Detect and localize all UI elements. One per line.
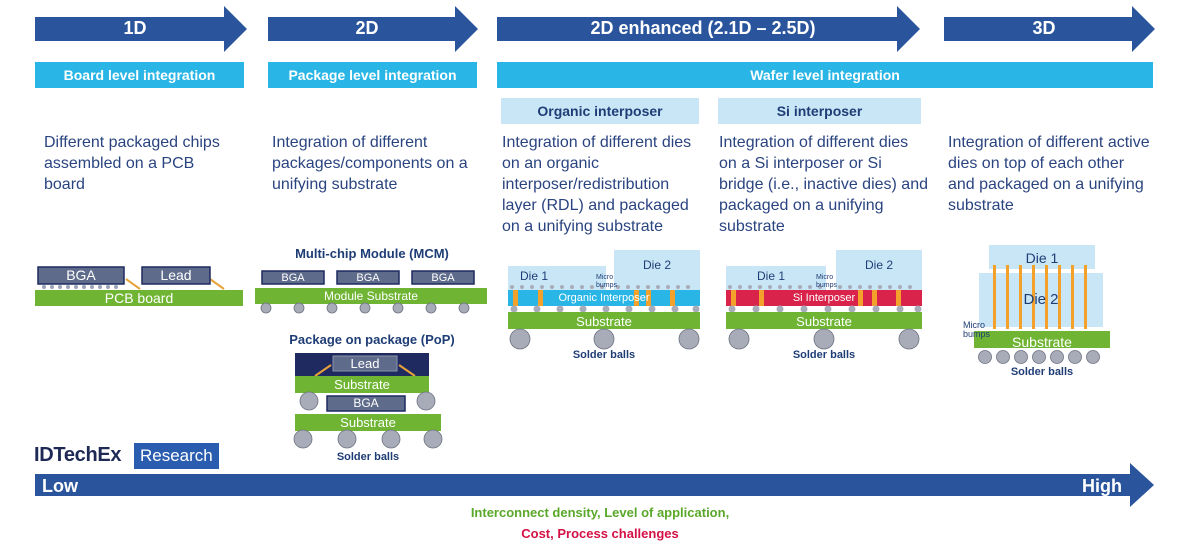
- si-substrate: [726, 312, 922, 329]
- stage-arrow-3d: [944, 6, 1155, 52]
- idtechex-logo: IDTechEx: [34, 444, 122, 466]
- organic-interposer: [508, 290, 700, 306]
- pcb-label: PCB board: [104, 290, 174, 306]
- pop-lead-label: Lead: [350, 356, 380, 371]
- stacked-solder-balls-label: Solder balls: [1010, 366, 1074, 378]
- scale-high-label: High: [1082, 476, 1122, 496]
- mcm-bga-1: [261, 270, 325, 285]
- stacked-die-2-label: Die 2: [1023, 291, 1059, 308]
- organic-die-2: [614, 250, 700, 291]
- pop-diagram: [293, 353, 443, 449]
- stage-label-2d-enhanced: 2D enhanced (2.1D – 2.5D): [590, 18, 816, 38]
- si-die-2-label: Die 2: [864, 258, 893, 272]
- pcb-board: [35, 290, 243, 306]
- scale-low-label: Low: [42, 476, 78, 496]
- mcm-bga-2: [336, 270, 400, 285]
- description-organic: Integration of different dies on an orga…: [502, 134, 692, 235]
- lead-label: Lead: [160, 267, 192, 283]
- si-micro-bumps-label: Micro bumps: [816, 274, 838, 289]
- bga-label: BGA: [66, 267, 96, 283]
- pop-bga-chip: [326, 395, 406, 412]
- stage-label-3d: 3D: [1032, 18, 1056, 38]
- pop-solder-balls-label: Solder balls: [336, 451, 400, 463]
- footer-green-text: Interconnect density, Level of applicati…: [470, 505, 730, 520]
- organic-substrate-label: Substrate: [576, 314, 632, 329]
- organic-interposer-bar: Organic interposer: [501, 98, 699, 124]
- package-level-bar: Package level integration: [268, 62, 477, 88]
- stage-arrow-2d: [268, 6, 478, 52]
- si-die-1-label: Die 1: [757, 269, 786, 283]
- stacked-die-2: [979, 273, 1103, 327]
- stacked-micro-bumps-label: Micro bumps: [963, 320, 991, 339]
- stage-label-1d: 1D: [123, 18, 147, 38]
- stage-arrow-2d-enhanced: [497, 6, 920, 52]
- description-si: Integration of different dies on a Si in…: [719, 134, 928, 235]
- si-die-2: [836, 250, 922, 291]
- stage-arrows: [35, 6, 1155, 52]
- si-interposer-label: Si Interposer: [792, 292, 856, 304]
- lead-chip: [141, 266, 211, 285]
- mcm-bga-label-3: BGA: [431, 272, 455, 284]
- wafer-level-bar: Wafer level integration: [497, 62, 1153, 88]
- stacked-substrate: [974, 331, 1110, 348]
- si-substrate-label: Substrate: [796, 314, 852, 329]
- research-badge: Research: [134, 443, 219, 469]
- pop-top-substrate-label: Substrate: [334, 377, 390, 392]
- board-diagram: [35, 266, 243, 306]
- si-interposer-diagram: [726, 250, 922, 350]
- mcm-solder-balls: [260, 302, 470, 314]
- module-substrate-label: Module Substrate: [323, 289, 419, 303]
- mcm-bga-label-2: BGA: [356, 272, 380, 284]
- pop-lead-chip: [332, 355, 398, 372]
- mcm-bga-label-1: BGA: [281, 272, 305, 284]
- organic-micro-bumps-label: Micro bumps: [596, 274, 618, 289]
- organic-die-1: [508, 266, 606, 291]
- stacked-die-1-label: Die 1: [1025, 250, 1059, 266]
- scale-arrow: [35, 463, 1154, 507]
- pop-bga-label: BGA: [353, 396, 379, 410]
- stacked-3d-diagram: [974, 245, 1110, 364]
- si-interposer-bar: Si interposer: [718, 98, 921, 124]
- stage-arrow-1d: [35, 6, 247, 52]
- pop-bottom-substrate-label: Substrate: [340, 415, 396, 430]
- stage-label-2d: 2D: [355, 18, 379, 38]
- organic-interposer-label: Organic Interposer: [558, 292, 650, 304]
- footer-red-text: Cost, Process challenges: [521, 526, 679, 541]
- pop-title: Package on package (PoP): [289, 332, 455, 347]
- organic-interposer-diagram: [508, 250, 700, 350]
- board-level-bar: Board level integration: [35, 62, 244, 88]
- pop-top-substrate: [295, 376, 429, 393]
- description-3d: Integration of different active dies on …: [948, 134, 1150, 214]
- bga-balls: [42, 285, 118, 289]
- mcm-title: Multi-chip Module (MCM): [295, 246, 449, 261]
- organic-solder-balls-label: Solder balls: [572, 349, 636, 361]
- si-solder-balls-label: Solder balls: [792, 349, 856, 361]
- organic-substrate: [508, 312, 700, 329]
- description-2d: Integration of different packages/compon…: [272, 134, 468, 193]
- stacked-substrate-label: Substrate: [1012, 334, 1072, 350]
- description-1d: Different packaged chips assembled on a …: [44, 134, 220, 193]
- bga-chip: [37, 266, 125, 285]
- pop-bottom-substrate: [295, 414, 441, 431]
- organic-die-2-label: Die 2: [642, 258, 671, 272]
- mcm-diagram: [255, 270, 487, 314]
- organic-die-1-label: Die 1: [520, 269, 549, 283]
- module-substrate: [255, 288, 487, 304]
- mcm-bga-3: [411, 270, 475, 285]
- scale-arrow-shape: [35, 463, 1154, 507]
